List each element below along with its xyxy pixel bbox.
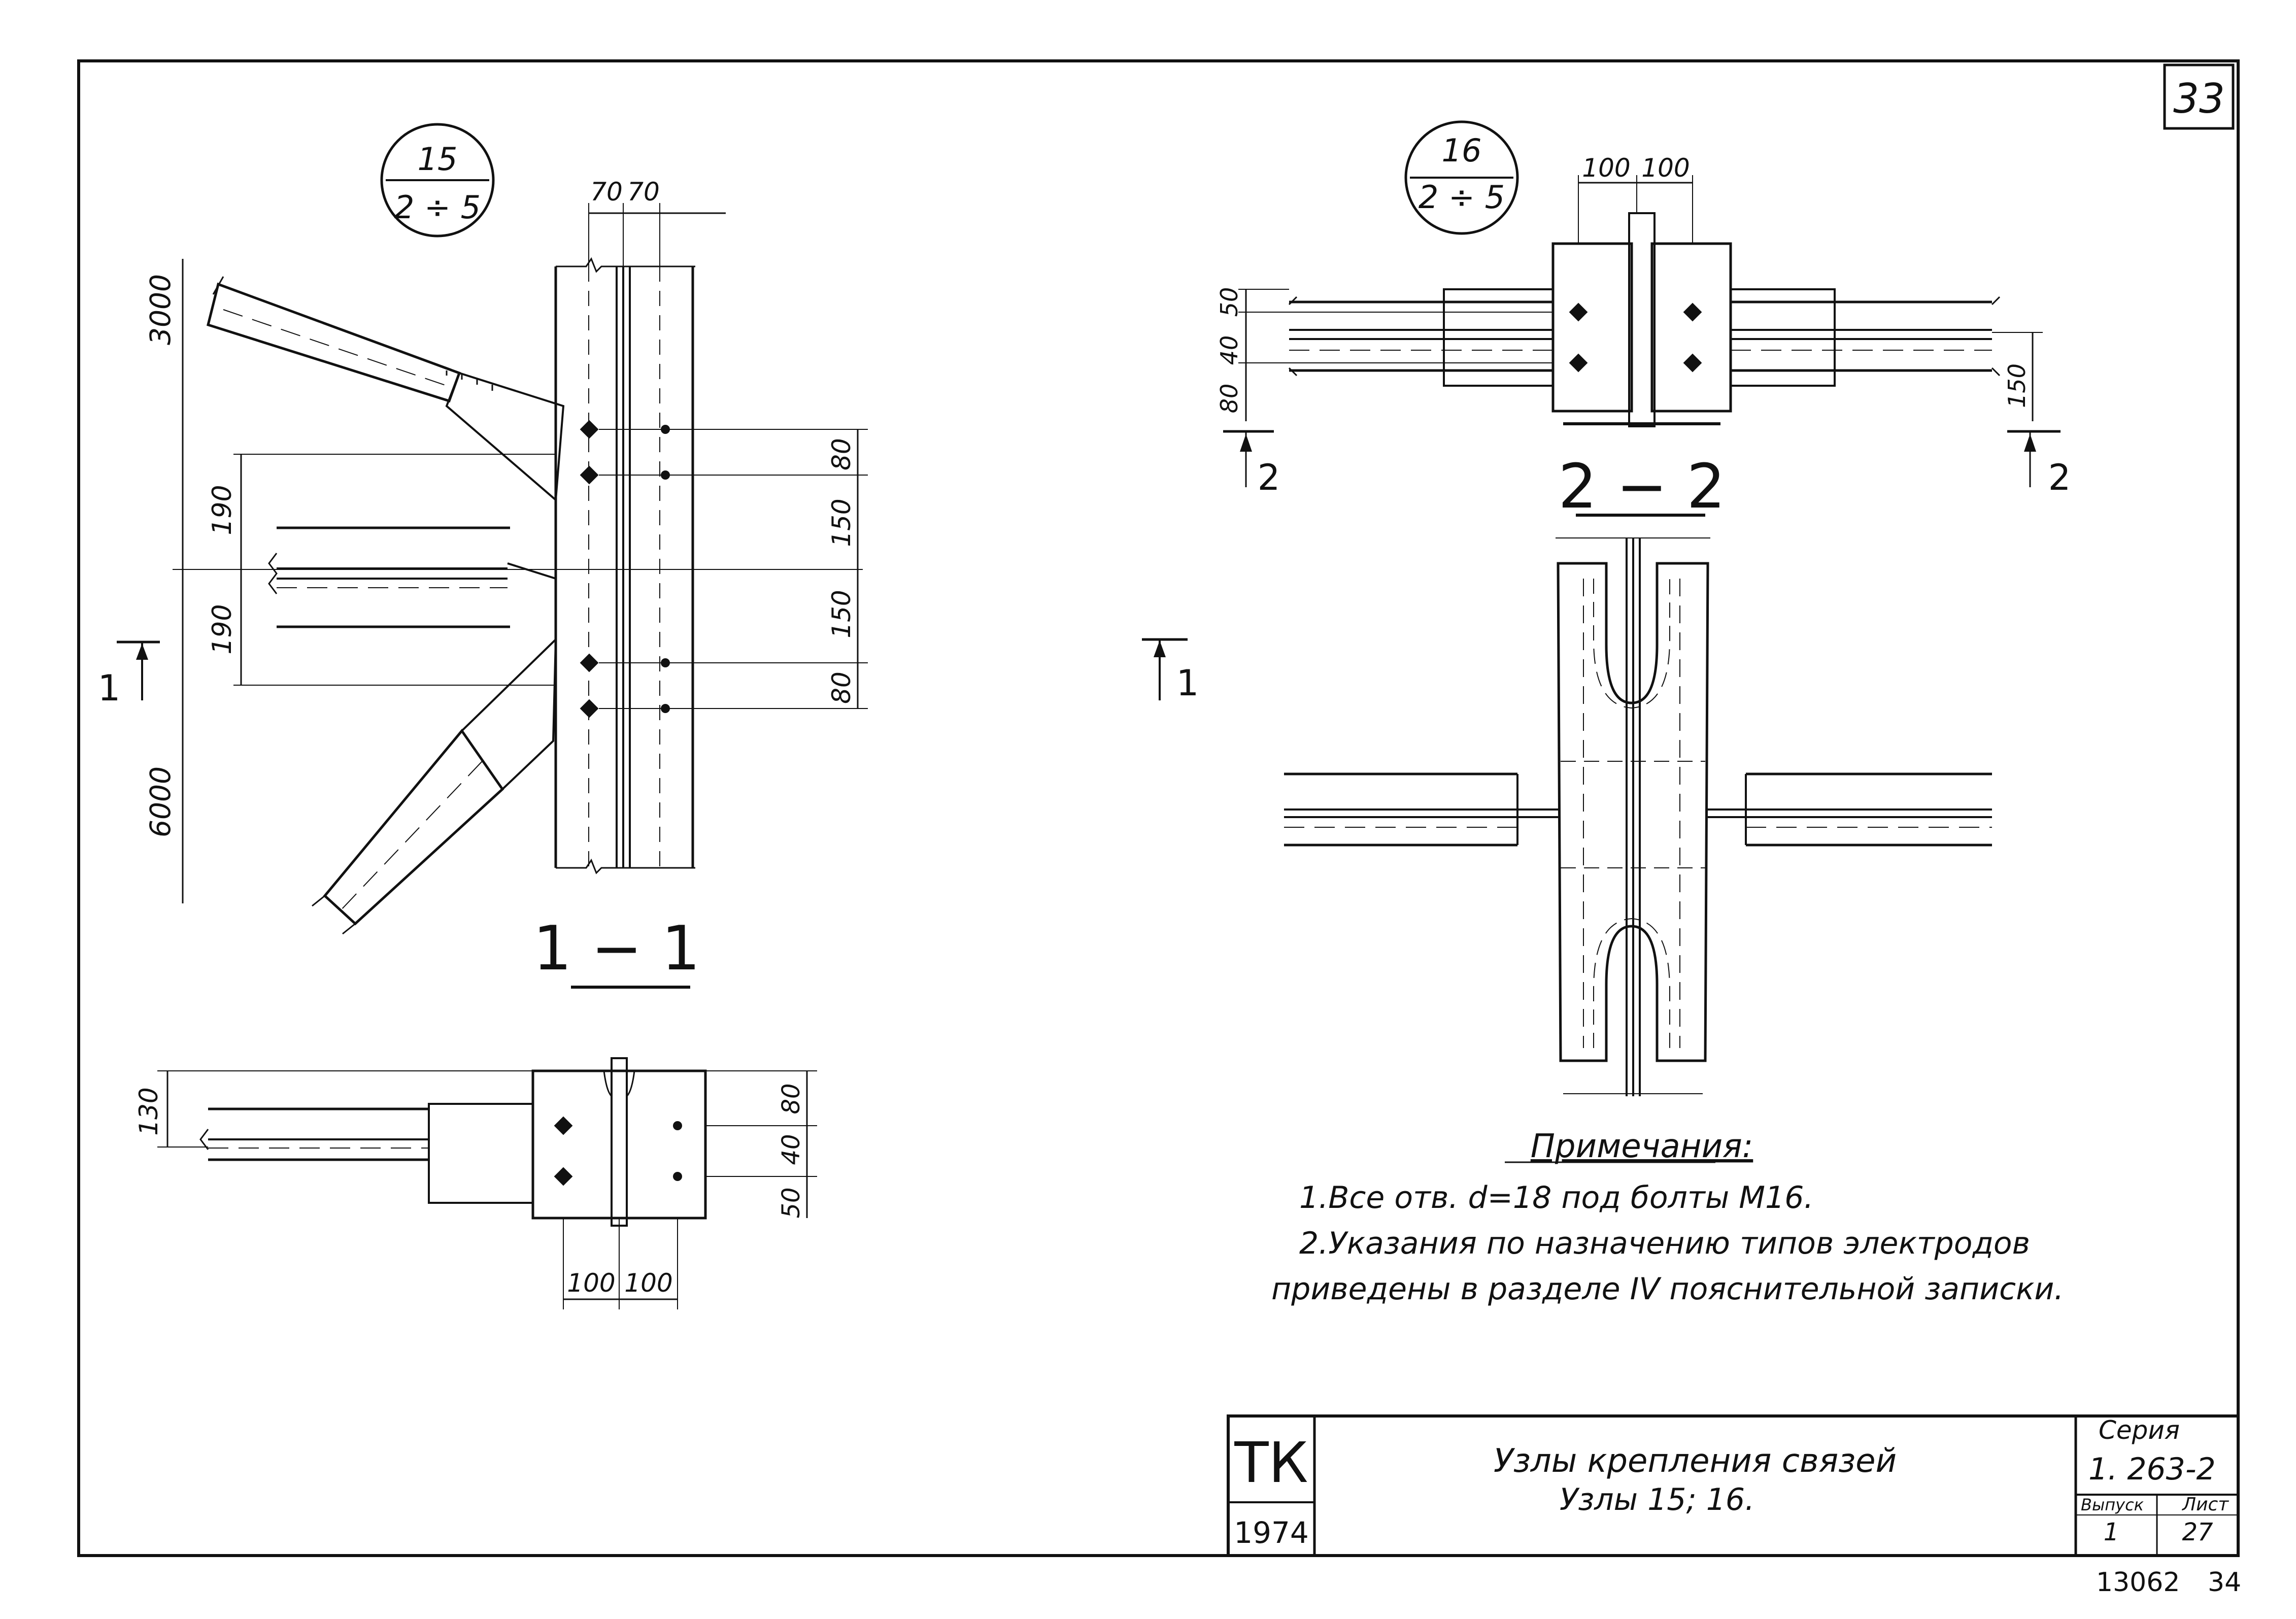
cut-mark-1-right: 1 [1142,638,1199,704]
node16-dim-150: 150 [2003,363,2031,408]
node16-elevation: 1 [1142,537,1992,1096]
node15-marker-sheets: 2 ÷ 5 [394,189,481,226]
notes-block: Примечания: 1.Все отв. d=18 под болты М1… [1271,1128,2064,1307]
node15-marker-number: 15 [418,141,458,178]
notes-heading: Примечания: [1531,1128,1753,1165]
cut-mark-2-left: 2 [1223,430,1280,498]
drawing-title: Узлы крепления связей [1494,1442,1897,1480]
dim-150-lower: 150 [827,590,856,638]
plan15-dim-50: 50 [777,1187,805,1218]
dim-150-upper: 150 [827,498,856,547]
footer-codes: 13062 34 [2096,1567,2241,1598]
horizontal-strut-1-1 [268,526,556,628]
section-label-2-2: 2 − 2 [1558,452,1726,522]
plan15-dim-40: 40 [777,1134,805,1165]
node16-dim-80: 80 [1215,384,1243,414]
dim-3000: 3000 [144,274,177,345]
year-label: 1974 [1234,1515,1309,1550]
plan15-dim-130: 130 [134,1087,163,1135]
node16-dim-40: 40 [1215,335,1243,365]
node15-marker: 15 2 ÷ 5 [380,123,495,238]
node16-marker-number: 16 [1442,132,1482,169]
footer-code: 13062 [2096,1567,2180,1598]
section-2-2-text: 2 − 2 [1558,452,1726,522]
node15-elevation: 15 2 ÷ 5 [98,123,868,989]
dim-6000: 6000 [144,766,177,837]
drawing-subtitle: Узлы 15; 16. [1560,1482,1754,1517]
node15-plan: 130 80 40 50 100 100 [134,1057,817,1309]
sheet-value: 27 [2182,1518,2213,1546]
dim-190-upper: 190 [207,485,238,535]
dim-190-lower: 190 [207,604,238,654]
cut-mark-2-right: 2 [2007,430,2071,498]
plan15-dim-100-right: 100 [624,1268,672,1298]
dim-80-lower: 80 [827,671,856,704]
org-label: ТК [1234,1430,1308,1495]
dim-80-upper: 80 [827,438,856,470]
node16-dim-100-left: 100 [1582,153,1630,183]
dim-70-right: 70 [627,177,660,207]
issue-value: 1 [2104,1518,2119,1546]
series-label: Серия [2099,1415,2180,1445]
node16-dim-100-right: 100 [1641,153,1690,183]
node15-dimensions: 70 70 3000 6000 190 190 80 150 150 80 [144,177,868,903]
note-3: приведены в разделе IV пояснительной зап… [1271,1271,2064,1307]
cut-mark-1-left: 1 [98,640,160,709]
plan15-dim-80: 80 [777,1083,805,1114]
footer-page: 34 [2208,1567,2241,1598]
upper-diagonal-brace [207,276,565,502]
title-block: ТК 1974 Узлы крепления связей Узлы 15; 1… [1227,1414,2240,1557]
cut-mark-2-right-number: 2 [2048,457,2071,498]
page-number: 33 [2173,75,2225,122]
note-1: 1.Все отв. d=18 под болты М16. [1299,1180,1813,1216]
column-1-1 [554,257,695,874]
node16-dim-50: 50 [1215,287,1243,317]
issue-label: Выпуск [2081,1495,2144,1514]
series-value: 1. 263-2 [2088,1452,2216,1487]
cut-mark-2-left-number: 2 [1258,457,1280,498]
lower-diagonal-brace [312,637,557,935]
dim-70-left: 70 [590,177,623,207]
cut-mark-1-right-number: 1 [1176,662,1199,704]
node16-plan: 16 2 ÷ 5 100 100 [1215,120,2071,522]
section-1-1-text: 1 − 1 [533,914,700,984]
node16-marker: 16 2 ÷ 5 [1404,120,1519,235]
node16-marker-sheets: 2 ÷ 5 [1419,179,1505,216]
plan15-dim-100-left: 100 [567,1268,615,1298]
cut-mark-1-number: 1 [98,667,121,709]
sheet-frame: 33 [77,59,2240,1557]
section-label-1-1: 1 − 1 [533,914,700,989]
note-2: 2.Указания по назначению типов электродо… [1299,1226,2030,1261]
sheet-label: Лист [2181,1494,2229,1515]
